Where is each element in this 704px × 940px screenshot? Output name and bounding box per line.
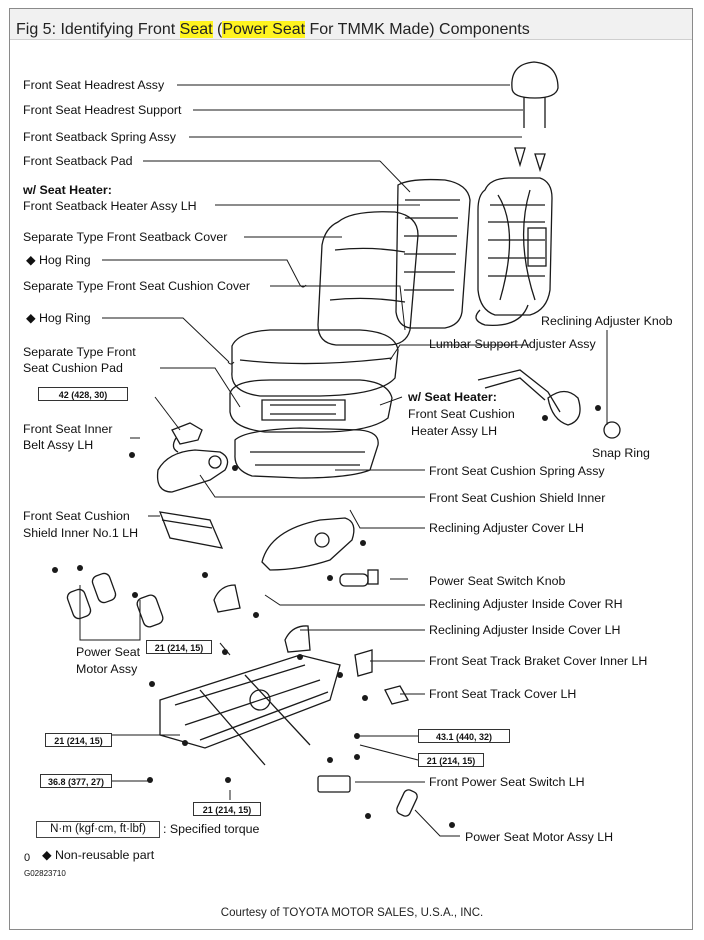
label-seat-heater-1: w/ Seat Heater: bbox=[23, 183, 112, 197]
label-inside-cover-lh: Reclining Adjuster Inside Cover LH bbox=[429, 623, 621, 637]
label-reclining-knob: Reclining Adjuster Knob bbox=[541, 314, 673, 328]
label-inner-belt-1: Front Seat Inner bbox=[23, 422, 113, 436]
torque-spec: 21 (214, 15) bbox=[418, 753, 484, 767]
label-motor-assy-1: Power Seat bbox=[76, 645, 141, 659]
label-cushion-heater-1: Front Seat Cushion bbox=[408, 407, 515, 421]
label-inner-belt-2: Belt Assy LH bbox=[23, 438, 94, 452]
torque-unit-description: : Specified torque bbox=[163, 822, 260, 836]
torque-spec: 43.1 (440, 32) bbox=[418, 729, 510, 743]
torque-spec: 21 (214, 15) bbox=[146, 640, 212, 654]
figure-code: G02823710 bbox=[24, 869, 66, 878]
label-seatback-spring: Front Seatback Spring Assy bbox=[23, 130, 176, 144]
label-track-cover: Front Seat Track Cover LH bbox=[429, 687, 577, 701]
label-shield-no1-2: Shield Inner No.1 LH bbox=[23, 526, 139, 540]
torque-spec: 36.8 (377, 27) bbox=[40, 774, 112, 788]
torque-spec: 42 (428, 30) bbox=[38, 387, 128, 401]
label-cushion-heater-2: Heater Assy LH bbox=[411, 424, 498, 438]
label-seatback-pad: Front Seatback Pad bbox=[23, 154, 133, 168]
label-power-switch: Front Power Seat Switch LH bbox=[429, 775, 585, 789]
torque-spec: 21 (214, 15) bbox=[45, 733, 112, 747]
label-snap-ring: Snap Ring bbox=[592, 446, 650, 460]
label-lumbar: Lumbar Support Adjuster Assy bbox=[429, 337, 596, 351]
torque-spec: 21 (214, 15) bbox=[193, 802, 261, 816]
label-inside-cover-rh: Reclining Adjuster Inside Cover RH bbox=[429, 597, 623, 611]
legend-non-reusable: ◆ Non-reusable part bbox=[42, 848, 155, 862]
label-cushion-pad-1: Separate Type Front bbox=[23, 345, 136, 359]
label-track-bracket: Front Seat Track Braket Cover Inner LH bbox=[429, 654, 648, 668]
label-cushion-pad-2: Seat Cushion Pad bbox=[23, 361, 123, 375]
figure-title: Fig 5: Identifying Front Seat (Power Sea… bbox=[16, 21, 530, 38]
label-seatback-heater: Front Seatback Heater Assy LH bbox=[23, 199, 197, 213]
figure-frame bbox=[9, 8, 693, 930]
label-shield-inner: Front Seat Cushion Shield Inner bbox=[429, 491, 606, 505]
torque-unit-legend: N·m (kgf·cm, ft·lbf) bbox=[36, 821, 160, 838]
label-cushion-cover: Separate Type Front Seat Cushion Cover bbox=[23, 279, 251, 293]
label-motor-assy-2: Motor Assy bbox=[76, 662, 138, 676]
label-headrest-support: Front Seat Headrest Support bbox=[23, 103, 182, 117]
label-shield-no1-1: Front Seat Cushion bbox=[23, 509, 130, 523]
label-motor-assy-lh: Power Seat Motor Assy LH bbox=[465, 830, 614, 844]
label-reclining-cover: Reclining Adjuster Cover LH bbox=[429, 521, 584, 535]
label-hog-ring-2: ◆ Hog Ring bbox=[26, 311, 91, 325]
legend-zero: 0 bbox=[24, 852, 31, 864]
title-bar bbox=[10, 9, 692, 40]
footer-credit: Courtesy of TOYOTA MOTOR SALES, U.S.A., … bbox=[220, 907, 484, 919]
label-cushion-spring: Front Seat Cushion Spring Assy bbox=[429, 464, 605, 478]
label-headrest: Front Seat Headrest Assy bbox=[23, 78, 165, 92]
label-switch-knob: Power Seat Switch Knob bbox=[429, 574, 566, 588]
label-seat-heater-2: w/ Seat Heater: bbox=[408, 390, 497, 404]
label-seatback-cover: Separate Type Front Seatback Cover bbox=[23, 230, 228, 244]
label-hog-ring-1: ◆ Hog Ring bbox=[26, 253, 91, 267]
